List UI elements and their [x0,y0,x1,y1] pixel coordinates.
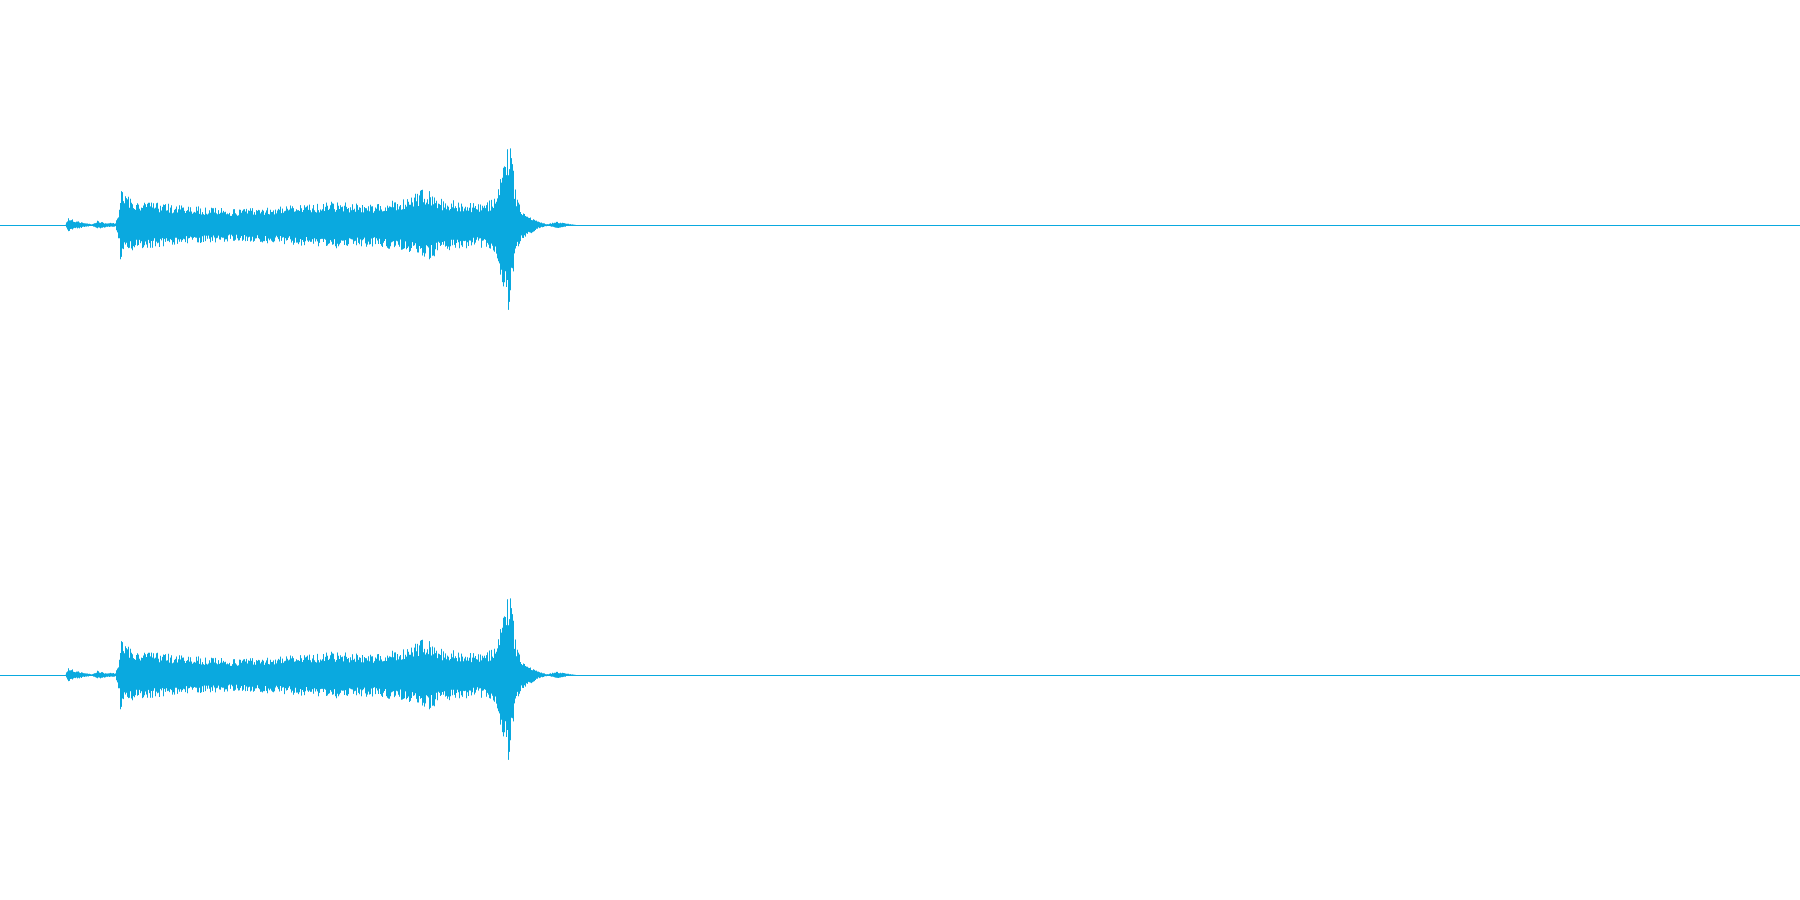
waveform-samples [65,148,576,310]
waveform-samples [65,598,576,760]
waveform-channel-1 [0,148,1800,310]
waveform-channel-2 [0,598,1800,760]
